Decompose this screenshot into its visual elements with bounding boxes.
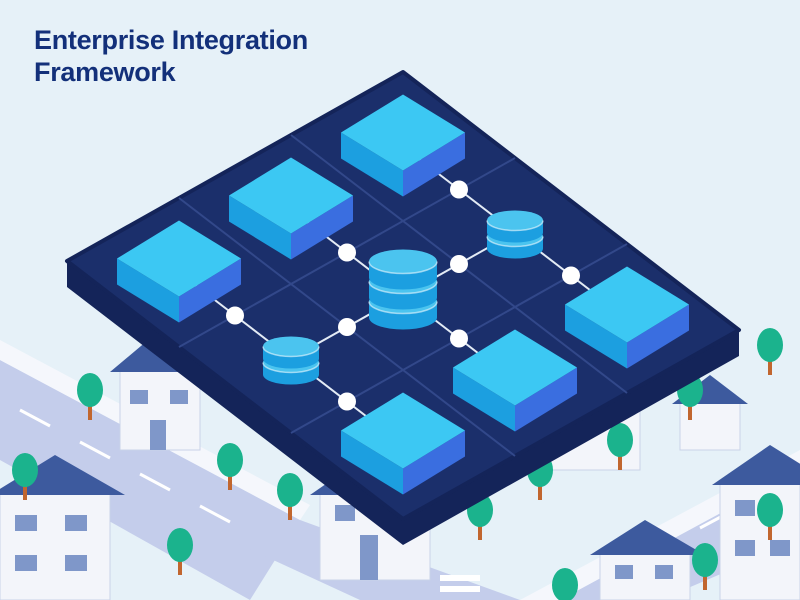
module-a — [341, 94, 465, 197]
tree — [692, 543, 718, 590]
house-left-front — [0, 455, 125, 600]
module-b — [229, 157, 353, 260]
tree — [757, 328, 783, 375]
connector-node — [338, 243, 356, 262]
tree — [757, 493, 783, 540]
tree — [217, 443, 243, 490]
connector-node — [450, 255, 468, 273]
module-e — [453, 329, 577, 432]
database-right — [486, 210, 544, 259]
connector-node — [450, 180, 468, 199]
tree — [552, 568, 578, 600]
connector-node — [226, 306, 244, 325]
module-c — [117, 220, 241, 323]
page-title: Enterprise Integration Framework — [34, 25, 308, 87]
database-left — [262, 336, 320, 385]
crosswalk — [440, 575, 480, 592]
connector-node — [338, 318, 356, 336]
house-bottom-right — [590, 520, 705, 600]
connector-node — [562, 266, 580, 285]
tree — [167, 528, 193, 575]
tree — [12, 453, 38, 500]
module-d — [565, 266, 689, 369]
module-f — [341, 392, 465, 495]
tree — [607, 423, 633, 470]
tree — [77, 373, 103, 420]
connector-node — [450, 329, 468, 348]
house-right-front — [712, 445, 800, 600]
connector-node — [338, 392, 356, 411]
platform-components — [117, 94, 689, 495]
database-central — [368, 249, 438, 330]
tree — [277, 473, 303, 520]
